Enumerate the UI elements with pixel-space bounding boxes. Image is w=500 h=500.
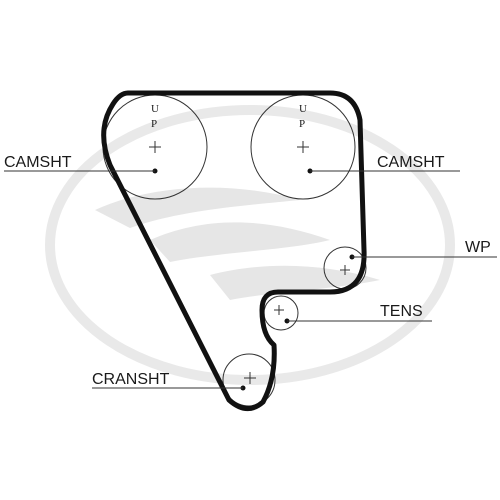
label-water-pump: WP (465, 239, 491, 256)
timing-mark-right-u: U (299, 103, 307, 115)
timing-mark-right-p: P (299, 118, 305, 130)
tensioner-pulley (263, 295, 299, 331)
leader-lines (4, 170, 497, 389)
label-camshaft-left: CAMSHT (4, 154, 72, 171)
gates-watermark-logo (45, 105, 455, 385)
label-crankshaft: CRANSHT (92, 371, 170, 388)
timing-belt (101, 90, 367, 411)
label-camshaft-right: CAMSHT (377, 154, 445, 171)
timing-mark-left-u: U (151, 103, 159, 115)
timing-mark-left-p: P (151, 118, 157, 130)
label-tensioner: TENS (380, 303, 423, 320)
